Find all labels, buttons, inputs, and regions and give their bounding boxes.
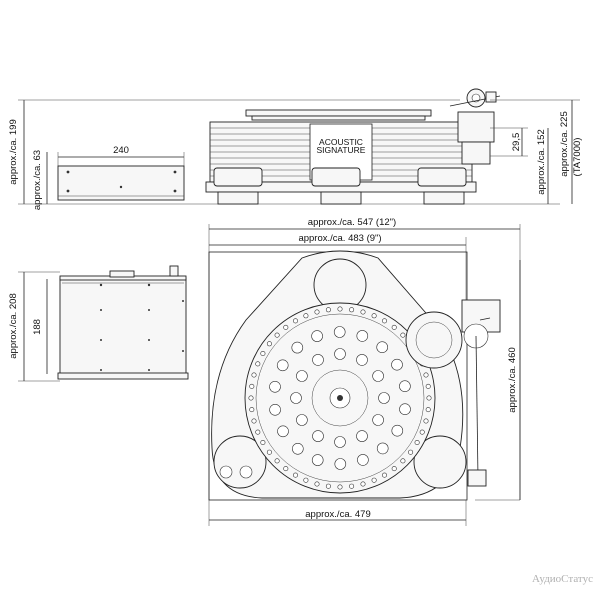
platter-hole: [334, 348, 346, 360]
platter-hole: [408, 449, 414, 455]
platter-hole: [381, 318, 387, 324]
platter-hole: [333, 326, 346, 338]
platter-hole: [283, 466, 289, 472]
platter-hole: [337, 484, 343, 490]
platter-hole: [255, 361, 261, 367]
platter-hole: [337, 306, 343, 312]
platter-hole: [276, 359, 289, 372]
dim-height-225: approx./ca. 225: [559, 111, 570, 177]
dim-arm-height: 29,5: [511, 133, 522, 152]
watermark: АудиоСтатус: [532, 573, 593, 585]
platter-hole: [357, 454, 369, 466]
platter-hole: [349, 307, 355, 313]
platter-hole: [400, 458, 406, 464]
platter-hole: [274, 332, 280, 338]
platter-hole: [371, 313, 377, 319]
power-supply-top: approx./ca. 208 188: [8, 265, 189, 382]
platter-hole: [290, 392, 302, 404]
dim-ps-height-top: approx./ca. 199: [8, 119, 19, 185]
platter-hole: [266, 449, 272, 455]
platter-hole: [334, 458, 347, 470]
platter-hole: [425, 383, 431, 389]
platter-hole: [371, 477, 377, 483]
platter-hole: [399, 403, 411, 416]
platter-hole: [260, 439, 266, 445]
dim-tt-width-9: approx./ca. 483 (9"): [298, 233, 381, 244]
platter-hole: [400, 332, 406, 338]
dim-tt-width-base: approx./ca. 479: [305, 509, 371, 520]
platter-hole: [255, 429, 261, 435]
platter-hole: [378, 392, 390, 404]
platter-hole: [414, 439, 420, 445]
front-elevation: approx./ca. 199 approx./ca. 63 240: [8, 88, 583, 210]
platter-hole: [311, 454, 324, 466]
platter-hole: [349, 483, 355, 489]
platter-hole: [360, 309, 366, 315]
turntable-front: ACOUSTIC SIGNATURE: [205, 88, 501, 205]
platter-hole: [292, 318, 298, 324]
platter-hole: [296, 414, 308, 426]
dim-height-152: approx./ca. 152: [536, 129, 547, 195]
brand-line1: ACOUSTIC: [319, 137, 363, 147]
platter-hole: [291, 341, 304, 354]
platter-hole: [372, 414, 384, 426]
dim-arm-model: (TA7000): [572, 138, 583, 177]
platter-hole: [274, 458, 280, 464]
platter-hole: [376, 442, 389, 455]
platter-hole: [391, 466, 397, 472]
platter-hole: [419, 429, 425, 435]
platter-hole: [391, 358, 403, 371]
platter-hole: [312, 354, 324, 366]
dim-ps-width: 240: [113, 145, 129, 156]
brand-line2: SIGNATURE: [317, 145, 366, 155]
platter-hole: [266, 341, 272, 347]
platter-hole: [303, 313, 309, 319]
platter-hole: [334, 436, 346, 448]
platter-hole: [372, 370, 384, 382]
dim-ps-base-height: approx./ca. 63: [32, 150, 43, 210]
platter-hole: [314, 309, 320, 315]
platter-hole: [251, 418, 257, 424]
platter-hole: [325, 483, 331, 489]
platter-hole: [376, 341, 389, 354]
platter-hole: [260, 350, 266, 356]
platter-hole: [423, 372, 429, 378]
dim-ps-depth-outer: approx./ca. 208: [8, 293, 19, 359]
power-supply-front: 240: [57, 145, 185, 201]
platter-hole: [423, 418, 429, 424]
platter-hole: [292, 472, 298, 478]
platter-hole: [248, 395, 254, 401]
platter-hole: [399, 380, 411, 393]
dim-tt-depth: approx./ca. 460: [507, 347, 518, 413]
platter-hole: [356, 330, 369, 342]
platter-hole: [381, 472, 387, 478]
platter-hole: [360, 481, 366, 487]
platter-hole: [426, 395, 432, 401]
platter-hole: [291, 442, 304, 455]
platter-hole: [312, 430, 324, 442]
platter-hole: [249, 407, 255, 413]
platter-hole: [303, 477, 309, 483]
platter-hole: [283, 324, 289, 330]
dim-tt-width-overall: approx./ca. 547 (12"): [308, 217, 396, 228]
dim-ps-depth-inner: 188: [32, 319, 43, 335]
platter-hole: [391, 324, 397, 330]
platter-hole: [325, 307, 331, 313]
platter-hole: [269, 403, 281, 416]
turntable-top-view: approx./ca. 547 (12") approx./ca. 483 (9…: [208, 217, 521, 526]
platter-hole: [277, 425, 289, 438]
platter-hole: [311, 330, 323, 342]
platter-hole: [314, 481, 320, 487]
platter-hole: [425, 407, 431, 413]
platter-hole: [251, 372, 257, 378]
platter-hole: [356, 430, 368, 442]
platter-hole: [249, 383, 255, 389]
platter-hole: [391, 424, 404, 437]
platter-hole: [356, 354, 368, 366]
platter-hole: [269, 380, 281, 393]
platter-hole: [296, 370, 308, 382]
